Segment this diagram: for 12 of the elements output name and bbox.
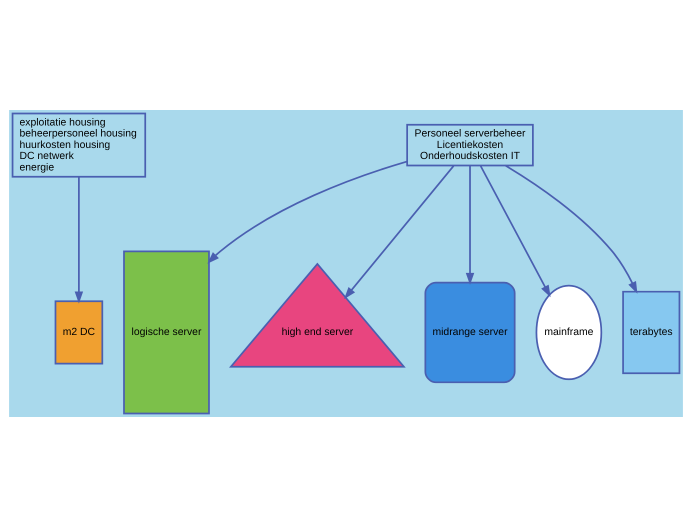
arrow (504, 164, 638, 294)
node-box: terabytes (622, 290, 680, 374)
node-box: midrange server (424, 281, 516, 383)
arrow (480, 164, 551, 297)
arrow (207, 160, 408, 264)
node-box: Personeel serverbeheer Licentiekosten Onderhoudskosten IT (406, 123, 534, 166)
node-box: exploitatie housing beheerpersoneel housing huurkosten housing DC netwerk energie (12, 112, 146, 178)
node-box: logische server (123, 250, 210, 414)
arrow (74, 176, 84, 304)
node-box: m2 DC (54, 300, 104, 364)
arrow (466, 165, 474, 284)
arrow (344, 164, 454, 299)
